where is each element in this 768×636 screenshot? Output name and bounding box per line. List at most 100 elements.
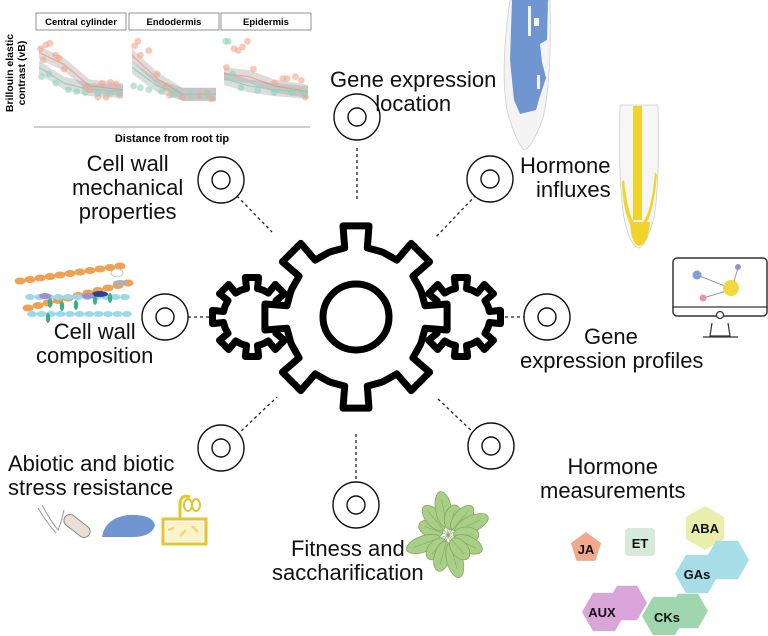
y-axis-label: contrast (vB) [16, 41, 28, 106]
confidence-band [224, 71, 308, 99]
label-fitness-saccharification: Fitness and saccharification [272, 536, 424, 585]
data-point-teal [115, 89, 123, 97]
data-point-orange [107, 78, 114, 86]
hormone-aux: AUX [582, 585, 647, 632]
node-ring-gene-expression-profiles [523, 293, 571, 341]
cell-wall-polymer-illustration [14, 262, 134, 323]
data-point-teal [158, 88, 165, 95]
data-point-teal [45, 70, 53, 78]
connector-hormone-influxes [434, 194, 477, 239]
bacterium-icon [37, 504, 91, 539]
confidence-band [132, 48, 216, 101]
node-ring-cell-wall-mechanical [197, 156, 245, 204]
hormone-aba: ABA [685, 506, 725, 550]
confidence-band [132, 60, 216, 101]
label-gene-expression-profiles: Gene expression profiles [520, 324, 704, 373]
data-point-orange [195, 91, 203, 99]
node-ring-hormone-influxes [466, 155, 514, 203]
data-point-orange [283, 75, 291, 82]
main-gear-hub [319, 280, 393, 354]
hormone-label: AUX [588, 605, 616, 620]
hormone-label: GAs [684, 567, 711, 582]
panel-title: Endodermis [147, 17, 202, 28]
y-axis-label: Brillouin elastic [4, 34, 16, 112]
node-ring-hormone-measurements [467, 422, 515, 470]
label-gene-expression-location: Gene expression location [330, 67, 497, 116]
data-point-teal [271, 89, 278, 96]
label-hormone-measurements: Hormone measurements [540, 454, 686, 503]
data-point-orange [39, 56, 47, 64]
data-point-orange [271, 79, 278, 87]
data-point-orange [98, 79, 106, 87]
data-point-teal [38, 73, 45, 81]
label-abiotic-biotic-stress: Abiotic and biotic stress resistance [8, 451, 175, 500]
data-point-teal [145, 86, 153, 94]
data-point-orange [137, 51, 144, 59]
hormone-gas: GAs [675, 540, 749, 594]
trend-line-orange [38, 51, 124, 91]
small-gear-left [209, 274, 295, 360]
panel-title: Epidermis [243, 17, 289, 28]
chart-panel-epidermis: Epidermis [220, 12, 312, 101]
connector-hormone-measurements [437, 398, 477, 436]
node-ring-fitness-saccharification [332, 481, 380, 529]
panel-title: Central cylinder [45, 17, 117, 28]
data-point-teal [224, 37, 232, 45]
root-yellow-influx-illustration [619, 104, 659, 249]
node-ring-gene-expression-location [333, 93, 381, 141]
node-rings [141, 93, 571, 529]
data-point-orange [153, 70, 161, 78]
data-point-teal [52, 79, 60, 87]
brillouin-chart: Central cylinder Endodermis EpidermisDista… [4, 12, 312, 145]
data-point-teal [137, 84, 144, 92]
leaf [447, 534, 471, 561]
data-point-orange [134, 37, 142, 45]
data-point-orange [297, 76, 305, 84]
label-hormone-influxes: Hormone influxes [520, 153, 611, 202]
data-point-teal [94, 89, 102, 97]
trend-line-orange [223, 73, 309, 93]
data-point-teal [300, 89, 308, 97]
data-point-orange [112, 80, 120, 88]
label-cell-wall-mechanical: Cell wall mechanical properties [72, 151, 184, 224]
hormone-label: ABA [691, 521, 720, 536]
panel-header [128, 12, 220, 31]
data-point-orange [60, 65, 68, 73]
data-point-teal [254, 87, 261, 94]
data-point-teal [65, 86, 72, 94]
data-point-orange [292, 73, 299, 81]
data-point-orange [179, 93, 186, 101]
x-axis-label: Distance from root tip [115, 133, 230, 145]
seedling-soil-icon [161, 494, 208, 546]
hormone-et: ET [625, 528, 655, 556]
hormone-label: CKs [654, 610, 680, 625]
node-ring-abiotic-biotic-stress [197, 424, 245, 472]
node-ring-cell-wall-composition [141, 293, 189, 341]
chart-panel-endodermis: Endodermis [128, 12, 220, 103]
hormone-label: ET [632, 536, 649, 551]
data-point-orange [55, 54, 63, 62]
data-point-teal [237, 84, 245, 92]
confidence-band [39, 60, 123, 99]
panel-header [35, 12, 127, 31]
hormone-label: JA [578, 542, 595, 557]
data-point-teal [73, 88, 81, 95]
fungal-spore-icon [102, 514, 155, 538]
data-point-teal [130, 82, 138, 90]
data-point-orange [223, 63, 230, 71]
connector-stress [236, 396, 278, 436]
data-point-teal [81, 89, 89, 96]
data-point-orange [239, 43, 246, 51]
connectors [188, 148, 530, 488]
monitor-network-icon [672, 257, 768, 338]
plant-rosette-illustration [406, 491, 489, 579]
hormone-cks: CKs [642, 593, 708, 636]
data-point-teal [187, 91, 195, 99]
root-blue-expression-illustration [503, 0, 551, 151]
connector-cell-wall-mechanical [236, 195, 273, 233]
data-point-orange [37, 45, 45, 53]
data-point-orange [250, 65, 257, 73]
panel-header [220, 12, 312, 31]
